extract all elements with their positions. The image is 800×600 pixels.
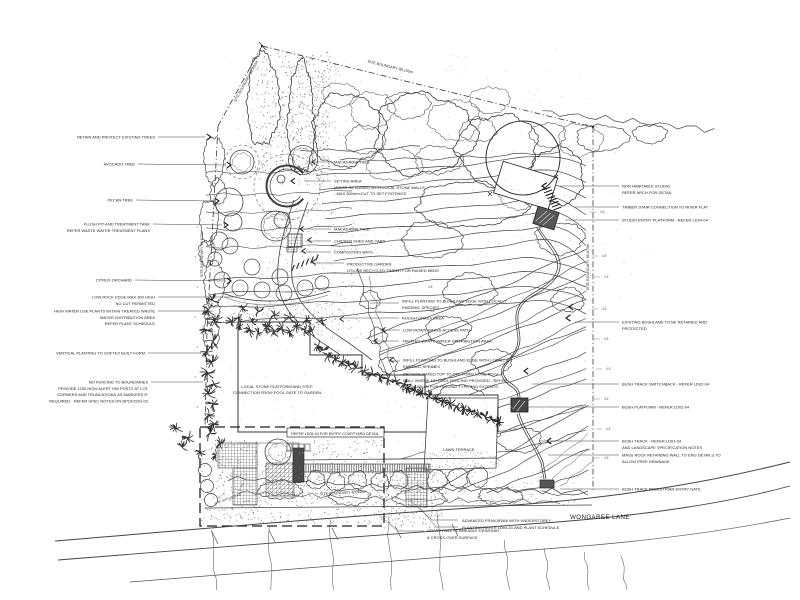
svg-text:EXISTING BUSHLAND TO BE RETAIN: EXISTING BUSHLAND TO BE RETAINED AND [622, 320, 707, 325]
svg-text:ALLOW FREE DRAINAGE: ALLOW FREE DRAINAGE [622, 459, 670, 464]
svg-text:PROVIDE RAKED TOP TO OFF-FORM: PROVIDE RAKED TOP TO OFF-FORM CONC POOL [403, 372, 500, 377]
svg-text:PROTECTED: PROTECTED [622, 326, 647, 331]
svg-text:BUSH TRACK PEDESTRIAN ENTRY GA: BUSH TRACK PEDESTRIAN ENTRY GATE [622, 487, 701, 492]
svg-text:AND LANDSCAPE SPECIFICATION NO: AND LANDSCAPE SPECIFICATION NOTES [622, 445, 702, 450]
svg-text:SITTING AREA: SITTING AREA [334, 179, 362, 184]
svg-text:TREATED WASTE WATER DISTRIBUTI: TREATED WASTE WATER DISTRIBUTION AREA [402, 339, 492, 344]
svg-text:TIMBER STAIR CONNECTION TO RIV: TIMBER STAIR CONNECTION TO RIVER FLAT [622, 205, 709, 210]
svg-text:CITRUS ORCHARD: CITRUS ORCHARD [96, 278, 132, 283]
svg-text:AIRSHURLAN FOR FENCING TYPE AN: AIRSHURLAN FOR FENCING TYPE AND EXTENTS [403, 384, 498, 389]
svg-text:BUSH TRACK SWITCHBACK - REFER: BUSH TRACK SWITCHBACK - REFER LD02-04 [622, 382, 710, 387]
svg-text:4.8: 4.8 [428, 285, 433, 289]
svg-text:REQUIRED - REFER SPEC NOTES ON: REQUIRED - REFER SPEC NOTES ON BP10/2201… [49, 398, 149, 403]
svg-text:UTILISE RECYCLED TIMBER FOR RA: UTILISE RECYCLED TIMBER FOR RAISED BEDS [347, 268, 439, 273]
svg-text:LAWN TERRACE: LAWN TERRACE [443, 447, 475, 452]
svg-text:INFILL PLANTING TO BUSHLAND ED: INFILL PLANTING TO BUSHLAND EDGE WITH LO… [402, 299, 507, 304]
svg-text:INFILL PLANTING TO BUSHLAND ED: INFILL PLANTING TO BUSHLAND EDGE WITH LO… [403, 358, 508, 363]
svg-text:LOCAL STONE PLATFORM AND STEP: LOCAL STONE PLATFORM AND STEP [241, 384, 313, 389]
svg-text:CHICKEN SHED AND YARD: CHICKEN SHED AND YARD [334, 239, 386, 244]
svg-text:WONGAREE LANE: WONGAREE LANE [570, 514, 630, 521]
svg-text:BUSH PLATFORM - REFER LD02-04: BUSH PLATFORM - REFER LD02-04 [622, 405, 690, 410]
svg-text:ENDEMIC SPECIES: ENDEMIC SPECIES [403, 364, 440, 369]
svg-text:4: 4 [196, 285, 198, 289]
svg-text:WALL WHERE NO POOL FENCING PRO: WALL WHERE NO POOL FENCING PROVIDED - RE… [403, 378, 507, 383]
svg-text:STUDIO ENTRY PLATFORM - REFER: STUDIO ENTRY PLATFORM - REFER LD04-04 [622, 218, 709, 223]
svg-text:SITE BOUNDARY 66.670m: SITE BOUNDARY 66.670m [200, 231, 204, 278]
svg-text:SITE BOUNDARY 66.670m: SITE BOUNDARY 66.670m [586, 244, 590, 291]
svg-text:MACADAMIA TREE: MACADAMIA TREE [334, 160, 370, 165]
svg-text:HIGH WATER USE PLANTS WITHIN T: HIGH WATER USE PLANTS WITHIN TREATED WAS… [54, 309, 155, 314]
svg-text:4.8: 4.8 [431, 365, 436, 369]
svg-text:AVOCADO TREE: AVOCADO TREE [104, 162, 136, 167]
svg-text:4: 4 [194, 315, 196, 319]
svg-text:CORNERS AND TRUNCATIONS AS MAR: CORNERS AND TRUNCATIONS AS MARKERS IF [57, 392, 148, 397]
svg-text:4: 4 [196, 345, 198, 349]
svg-text:PLANTING REFER LD04-01 AND PLA: PLANTING REFER LD04-01 AND PLANT SCHEDUL… [462, 525, 560, 530]
svg-text:NON HABITABLE STUDIO: NON HABITABLE STUDIO [622, 184, 670, 189]
svg-text:WATER DISTRIBUTION AREA: WATER DISTRIBUTION AREA [100, 315, 155, 320]
svg-text:GRASS PAVE PERMEABLE DRIVEWAY: GRASS PAVE PERMEABLE DRIVEWAY [427, 528, 500, 533]
svg-text:RETAIN AND PROTECT EXISTING TR: RETAIN AND PROTECT EXISTING TREES [77, 135, 155, 140]
svg-text:MACADAMIA TREE: MACADAMIA TREE [334, 227, 370, 232]
svg-text:ENDEMIC SPECIES: ENDEMIC SPECIES [402, 305, 439, 310]
svg-text:4.8: 4.8 [428, 338, 433, 342]
svg-text:4.5: 4.5 [604, 397, 609, 401]
svg-text:PRODUCTIVE GARDEN: PRODUCTIVE GARDEN [347, 262, 392, 267]
svg-text:CONNECTION FROM POOL GATE TO G: CONNECTION FROM POOL GATE TO GARDEN [233, 390, 321, 395]
svg-text:MINOR RETAINING WITH LOCAL STO: MINOR RETAINING WITH LOCAL STONE WALLS [334, 185, 425, 190]
svg-text:4.5: 4.5 [604, 337, 609, 341]
svg-text:REFER ARCH FOR DETAIL: REFER ARCH FOR DETAIL [622, 190, 673, 195]
svg-text:4: 4 [196, 405, 198, 409]
svg-text:ROUGH GRASS AREA: ROUGH GRASS AREA [402, 316, 444, 321]
svg-text:4.5: 4.5 [600, 210, 605, 214]
svg-text:4.5: 4.5 [602, 254, 607, 258]
svg-text:REFER WASTE WATER TREATMENT PL: REFER WASTE WATER TREATMENT PLANS [67, 228, 151, 233]
svg-text:4.8: 4.8 [430, 309, 435, 313]
svg-text:4: 4 [194, 375, 196, 379]
svg-text:VERTICAL PLANTING TO SOFTEX BU: VERTICAL PLANTING TO SOFTEX BUILT FORM [56, 351, 145, 356]
svg-text:4.5: 4.5 [602, 307, 607, 311]
svg-text:4.5: 4.5 [606, 427, 611, 431]
svg-text:NO CUT PERMITTED: NO CUT PERMITTED [116, 301, 156, 306]
svg-text:4.5: 4.5 [604, 456, 609, 460]
svg-text:REFER LD05-04 FOR ENTRY COURTY: REFER LD05-04 FOR ENTRY COURTYARD DETAIL [291, 432, 379, 436]
svg-text:REFER PLANT SCHEDULE: REFER PLANT SCHEDULE [105, 321, 156, 326]
svg-text:LOW MOWN GRASS ACCESS PATH: LOW MOWN GRASS ACCESS PATH [403, 328, 470, 333]
svg-text:4.5: 4.5 [606, 367, 611, 371]
svg-text:BUSH TRACK - REFER LD01-04: BUSH TRACK - REFER LD01-04 [622, 439, 682, 444]
svg-text:NO FENCING TO BOUNDARIES: NO FENCING TO BOUNDARIES [89, 380, 149, 385]
svg-text:COMPOSTING BAYS: COMPOSTING BAYS [334, 250, 373, 255]
svg-text:4: 4 [194, 255, 196, 259]
svg-text:PECAN TREE: PECAN TREE [108, 198, 134, 203]
svg-text:LOW ROCK EDGE MAX 300 HIGH: LOW ROCK EDGE MAX 300 HIGH [92, 295, 155, 300]
svg-text:4.5: 4.5 [604, 275, 609, 279]
svg-text:PROVIDE 1200 HIGH ALERT HW POS: PROVIDE 1200 HIGH ALERT HW POSTS AT LOT [58, 386, 148, 391]
svg-text:4: 4 [196, 225, 198, 229]
svg-text:ADVANCED FRANJIPANI WITH UNDER: ADVANCED FRANJIPANI WITH UNDERSTOREY [462, 518, 551, 523]
svg-text:& CROSS-OVER SURFACE: & CROSS-OVER SURFACE [427, 535, 478, 540]
svg-text:MASS ROCK RETAINING WALL TO EN: MASS ROCK RETAINING WALL TO ENG DETAILS … [622, 453, 721, 458]
svg-text:- MAX 300mm CUT TO SET FOOTING: - MAX 300mm CUT TO SET FOOTINGS [334, 191, 406, 196]
svg-text:FLUSH PIT AND TREATMENT TANK: FLUSH PIT AND TREATMENT TANK [84, 222, 151, 227]
svg-text:SITE BOUNDARY 40.945m: SITE BOUNDARY 40.945m [320, 490, 367, 496]
